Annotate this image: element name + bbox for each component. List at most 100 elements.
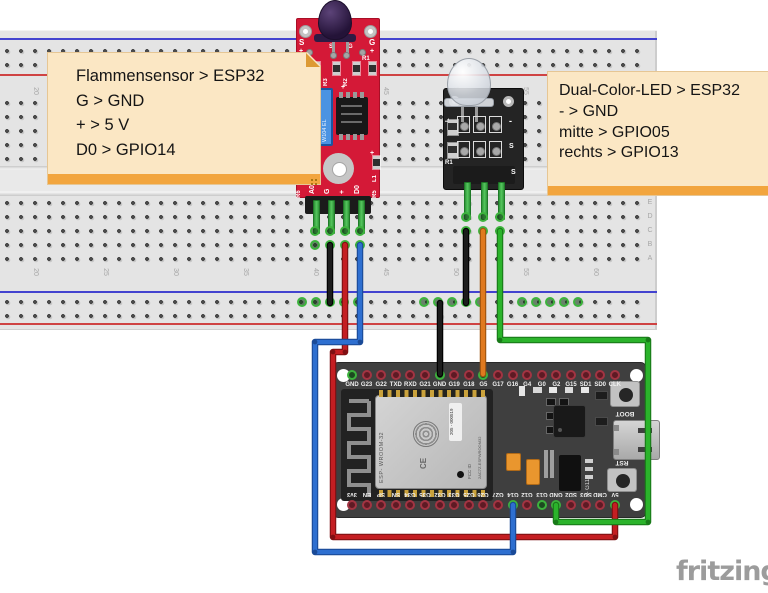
esp32-pin-bottom-G27 [493,500,503,510]
plus-mark: + [370,150,375,157]
connection-ring [573,297,583,307]
ic-leg [339,92,343,98]
ic-leg [360,134,364,140]
connection-ring [433,297,443,307]
mounting-hole [630,498,643,511]
note-line: rechts > GPIO13 [559,144,679,162]
esp32-pin-bottom-SD2 [566,500,576,510]
pad-box [488,141,502,158]
esp32-pin-top-G17 [493,370,503,380]
plus-mark: + [370,48,375,55]
ic-leg [339,134,343,140]
column-number: 20 [32,87,39,95]
column-number: 45 [382,87,389,95]
connection-ring [325,226,335,236]
esp32-pin-bottom-3v3 [347,500,357,510]
column-number: 50 [452,268,459,276]
note-dual-color-led[interactable]: Dual-Color-LED > ESP32 - > GND mitte > G… [547,71,768,196]
esp32-pin-bottom-5V [609,500,620,510]
esp32-pin-bottom-G25 [463,500,474,510]
module-hole [457,471,464,478]
bottom-rail-blue-line [0,291,657,293]
led-leg [346,40,349,54]
connection-ring [325,240,335,250]
serial-number: 205 - 000519 [449,408,454,436]
note-line: + > 5 V [76,116,130,134]
row-letter: B [647,241,653,248]
serial-sticker: 205 - 000519 [449,403,462,441]
connection-ring [478,226,488,236]
column-number: 55 [522,268,529,276]
connection-ring [559,297,569,307]
connection-ring [353,297,363,307]
r6-label: R6 [296,190,302,198]
pad-box [456,116,470,133]
connection-ring [495,212,505,222]
esp32-pin-bottom-EN [361,500,372,510]
mounting-hole [503,96,514,107]
esp32-pin-top-G21 [420,370,430,380]
comparator-ic [336,97,368,135]
ic-leg [360,92,364,98]
note-resize-grip[interactable] [315,179,317,181]
led-leg [332,40,335,54]
resistor [447,142,459,159]
esp32-pin-bottom-G32 [434,500,445,510]
s-pin-label: S [511,169,516,176]
flame-sensor-module[interactable]: S G + + S G R1 R3 R2 + W104 EL [295,0,381,236]
note-flame-sensor[interactable]: Flammensensor > ESP32 G > GND + > 5 V D0… [47,52,321,185]
ic-leg [353,92,357,98]
note-line: D0 > GPIO14 [76,140,176,159]
connection-ring [461,226,471,236]
plus-mark: + [341,84,346,91]
micro-usb-connector [613,420,660,460]
bottom-rail-red-line [0,323,657,325]
r1-label: R1 [445,160,453,166]
note-title-bar[interactable] [48,174,320,184]
pin-header [453,166,515,184]
column-number: 45 [382,268,389,276]
esp32-pin-top-CLK [609,370,620,380]
pin-header [305,196,371,214]
column-number: 20 [32,268,39,276]
connection-ring [419,297,429,307]
led-leg [461,106,464,122]
inductor [544,450,548,478]
esp32-pin-top-GND [434,370,445,380]
antenna-icon [347,399,371,497]
pin-label-d0: D0 [354,185,361,194]
boot-button-cap[interactable] [619,388,633,402]
note-title-bar[interactable] [548,186,768,195]
esp32-pin-bottom-G13 [536,500,547,510]
connection-ring [325,297,335,307]
s-label: S [299,38,305,47]
g-label: G [369,38,376,47]
dual-color-led-module[interactable]: L R1 - S S [443,0,524,222]
voltage-regulator [559,455,581,491]
fritzing-watermark: fritzing [676,556,768,587]
fcc-text: FCC ID [467,464,472,479]
esp32-pin-top-TXD [390,370,401,380]
r1-label: R1 [362,56,370,62]
connection-ring [475,297,485,307]
connection-ring [461,297,471,307]
column-number: 40 [312,268,319,276]
r3-label: R3 [323,78,329,86]
connection-ring [311,297,321,307]
connection-ring [355,240,365,250]
column-number: 30 [172,268,179,276]
note-line: Flammensensor > ESP32 [76,67,265,85]
esp32-pin-top-G23 [361,370,372,380]
boot-label: BOOT [615,410,635,417]
rst-button-cap[interactable] [616,474,630,488]
row-letter: E [647,199,653,206]
esp32-pin-top-GND [347,370,357,380]
sot23-part [595,391,608,400]
resistor [368,61,377,76]
esp32-pin-bottom-SD3 [580,500,591,510]
s-mid-label: S [509,143,514,150]
esp32-pin-label: CLK [608,382,621,388]
note-line: mitte > GPIO05 [559,123,670,141]
esp32-pin-top-G16 [507,370,518,380]
resistor [447,119,459,136]
